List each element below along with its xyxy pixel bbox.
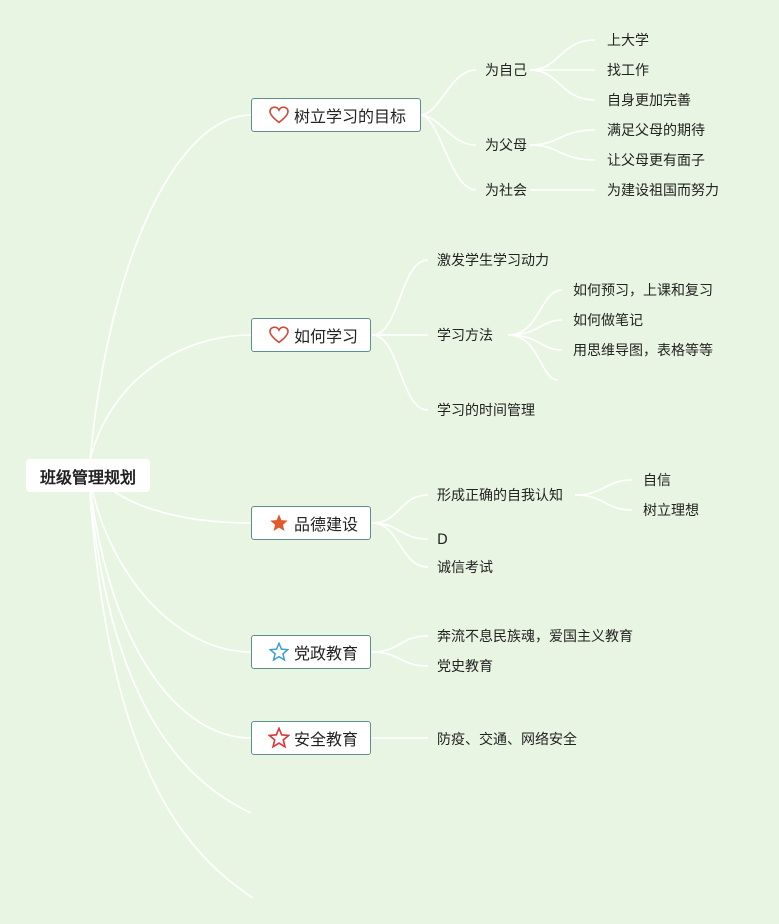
node-for-self[interactable]: 为自己: [485, 63, 527, 79]
leaf-node[interactable]: 树立理想: [643, 503, 699, 519]
node-honest-exam[interactable]: 诚信考试: [437, 560, 493, 576]
node-motivation[interactable]: 激发学生学习动力: [437, 253, 549, 269]
node-patriotism[interactable]: 奔流不息民族魂，爱国主义教育: [437, 629, 633, 645]
branch-party-education[interactable]: 党政教育: [251, 635, 371, 669]
leaf-node[interactable]: 满足父母的期待: [607, 123, 705, 139]
leaf-node[interactable]: 上大学: [607, 33, 649, 49]
branch-how-to-learn[interactable]: 如何学习: [251, 318, 371, 352]
node-safety-topics[interactable]: 防疫、交通、网络安全: [437, 732, 577, 748]
leaf-node[interactable]: 为建设祖国而努力: [607, 183, 719, 199]
branch-label: 安全教育: [294, 730, 359, 749]
node-d[interactable]: D: [437, 532, 448, 548]
heart-outline-icon: [268, 324, 290, 346]
star-filled-icon: [268, 512, 290, 534]
leaf-node[interactable]: 找工作: [607, 63, 649, 79]
star-outline-icon: [268, 641, 290, 663]
leaf-node[interactable]: 自信: [643, 473, 671, 489]
leaf-node[interactable]: 用思维导图，表格等等: [573, 343, 713, 359]
node-for-society[interactable]: 为社会: [485, 183, 527, 199]
heart-outline-icon: [268, 104, 290, 126]
leaf-node[interactable]: 如何做笔记: [573, 313, 643, 329]
node-for-parents[interactable]: 为父母: [485, 138, 527, 154]
branch-moral-building[interactable]: 品德建设: [251, 506, 371, 540]
branch-label: 树立学习的目标: [294, 107, 407, 126]
root-label: 班级管理规划: [39, 467, 136, 487]
branch-label: 党政教育: [294, 644, 359, 663]
branch-label: 品德建设: [294, 515, 359, 534]
branch-safety-education[interactable]: 安全教育: [251, 721, 371, 755]
node-time-management[interactable]: 学习的时间管理: [437, 403, 535, 419]
star-outline-icon: [268, 727, 290, 749]
branch-label: 如何学习: [294, 327, 359, 346]
leaf-node[interactable]: 让父母更有面子: [607, 153, 705, 169]
leaf-node[interactable]: 自身更加完善: [607, 93, 691, 109]
node-party-history[interactable]: 党史教育: [437, 659, 493, 675]
leaf-node[interactable]: 如何预习，上课和复习: [573, 283, 713, 299]
branch-learning-goals[interactable]: 树立学习的目标: [251, 98, 421, 132]
node-self-awareness[interactable]: 形成正确的自我认知: [437, 488, 563, 504]
node-study-methods[interactable]: 学习方法: [437, 328, 493, 344]
root-node[interactable]: 班级管理规划: [26, 459, 150, 492]
